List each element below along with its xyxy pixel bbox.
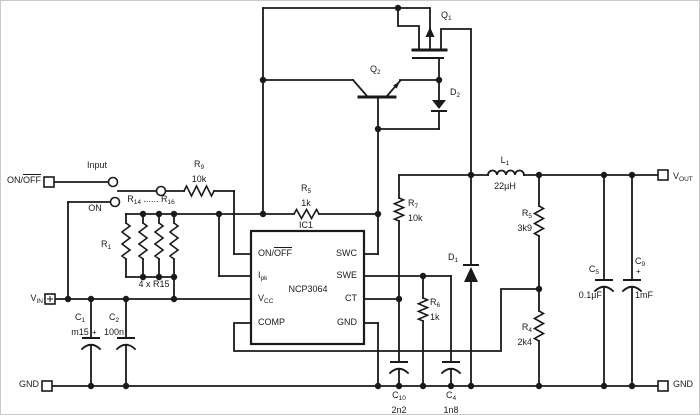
label-r7: R7 10k: [408, 198, 423, 223]
capacitor-c2: [115, 337, 137, 351]
label-r9: R9 10k: [191, 159, 207, 184]
contact-on: [109, 196, 121, 208]
label-c5-ref: C5: [588, 264, 599, 276]
label-l1-value: 22µH: [494, 181, 516, 191]
resistor-r4: [532, 309, 546, 343]
diode-d2: [377, 79, 447, 130]
mosfet-q1: [397, 7, 472, 176]
switch-label-input: Input: [86, 160, 108, 170]
label-c9-value: 1mF: [635, 290, 653, 300]
terminal-label-on-off: ON/OFF: [6, 175, 41, 185]
label-c2: C2 100n: [103, 312, 125, 337]
diode-d1: [463, 174, 479, 387]
resistor-r5-1k: [292, 207, 321, 221]
resistor-r7: [392, 196, 406, 223]
label-c5-value: 0.1µF: [578, 290, 602, 300]
label-r14-r16: R14 ...... R16: [127, 194, 175, 206]
terminal-gnd-left[interactable]: [41, 380, 53, 392]
terminal-label-vout: VOUT: [673, 171, 693, 183]
terminal-label-gnd-left: GND: [19, 379, 39, 389]
terminal-vin[interactable]: [44, 293, 56, 305]
label-q2: Q2: [370, 64, 381, 76]
label-l1-ref: L1: [500, 155, 510, 167]
capacitor-c1: [80, 337, 102, 351]
label-r6: R6 1k: [430, 297, 441, 322]
junction-dots: [64, 4, 636, 390]
ic1-pin-vcc: VCC: [258, 293, 274, 305]
label-r5-1k: R5 1k: [300, 183, 312, 208]
contact-blade: [155, 185, 167, 197]
inductor-l1: [487, 169, 525, 176]
capacitor-c4: [440, 361, 462, 375]
label-ic1: IC1: [298, 220, 313, 230]
label-c9-ref: C9: [635, 256, 646, 268]
terminal-label-vin: VIN: [30, 293, 43, 305]
capacitor-c10: [388, 361, 410, 375]
ic1-pin-swc: SWC: [336, 248, 357, 258]
ic1-pin-ipk: Ipk: [258, 270, 268, 282]
label-c9-plus: +: [636, 267, 641, 276]
ic1-pin-on-off: ON/OFF: [258, 248, 293, 258]
resistor-r9: [182, 184, 216, 198]
switch-label-on: ON: [88, 203, 102, 213]
resistor-bank-4xr15: [120, 221, 180, 261]
label-r1: R1: [101, 239, 112, 251]
ic1-pin-swe: SWE: [336, 270, 357, 280]
label-4xr15: 4 x R15: [138, 279, 170, 289]
label-d1: D1: [448, 252, 459, 264]
label-r5-3k9: R5 3k9: [517, 208, 532, 233]
resistor-r6: [416, 296, 430, 323]
transistor-q2: [262, 78, 440, 130]
label-c10: C10 2n2: [391, 390, 407, 415]
terminal-on-off[interactable]: [43, 176, 55, 188]
resistor-r5-3k9: [532, 204, 546, 238]
label-c1-plus: +: [92, 328, 97, 337]
terminal-gnd-right[interactable]: [657, 380, 669, 392]
label-r4: R4 2k4: [517, 322, 532, 347]
capacitor-c5: [593, 279, 615, 293]
capacitor-c9: [621, 279, 643, 293]
label-c1: C1 m15: [71, 312, 89, 337]
ic1-box: [249, 229, 366, 346]
terminal-label-gnd-right: GND: [673, 379, 693, 389]
label-q1: Q1: [441, 10, 452, 22]
ic1-pin-comp: COMP: [258, 317, 285, 327]
terminal-vout[interactable]: [657, 169, 669, 181]
ic1-part-number: NCP3064: [288, 284, 328, 294]
ic1-pin-gnd: GND: [337, 317, 357, 327]
label-c4: C4 1n8: [443, 390, 459, 415]
label-d2: D2: [450, 87, 461, 99]
switch-contacts[interactable]: [107, 176, 167, 208]
ic1-pin-ct: CT: [345, 293, 357, 303]
contact-input: [107, 176, 119, 188]
